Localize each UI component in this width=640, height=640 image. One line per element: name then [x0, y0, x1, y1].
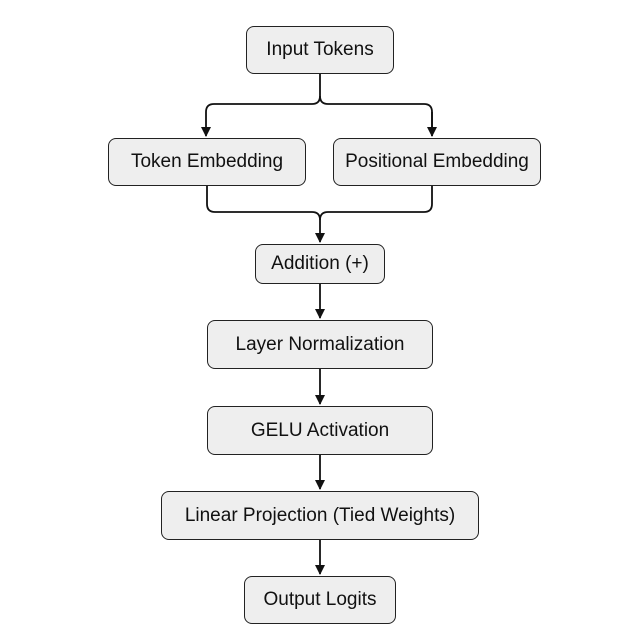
- edge-input-to-token-embedding: [201, 74, 321, 137]
- node-addition: Addition (+): [255, 244, 385, 284]
- node-input-tokens: Input Tokens: [246, 26, 394, 74]
- node-token-embedding: Token Embedding: [108, 138, 306, 186]
- node-output-logits: Output Logits: [244, 576, 396, 624]
- edge-input-to-positional-embedding: [319, 95, 433, 136]
- node-linear-projection: Linear Projection (Tied Weights): [161, 491, 479, 540]
- edge-token-embedding-to-addition: [206, 186, 325, 243]
- edge-positional-embedding-to-addition: [319, 186, 433, 221]
- node-positional-embedding: Positional Embedding: [333, 138, 541, 186]
- node-gelu-activation: GELU Activation: [207, 406, 433, 455]
- node-layer-normalization: Layer Normalization: [207, 320, 433, 369]
